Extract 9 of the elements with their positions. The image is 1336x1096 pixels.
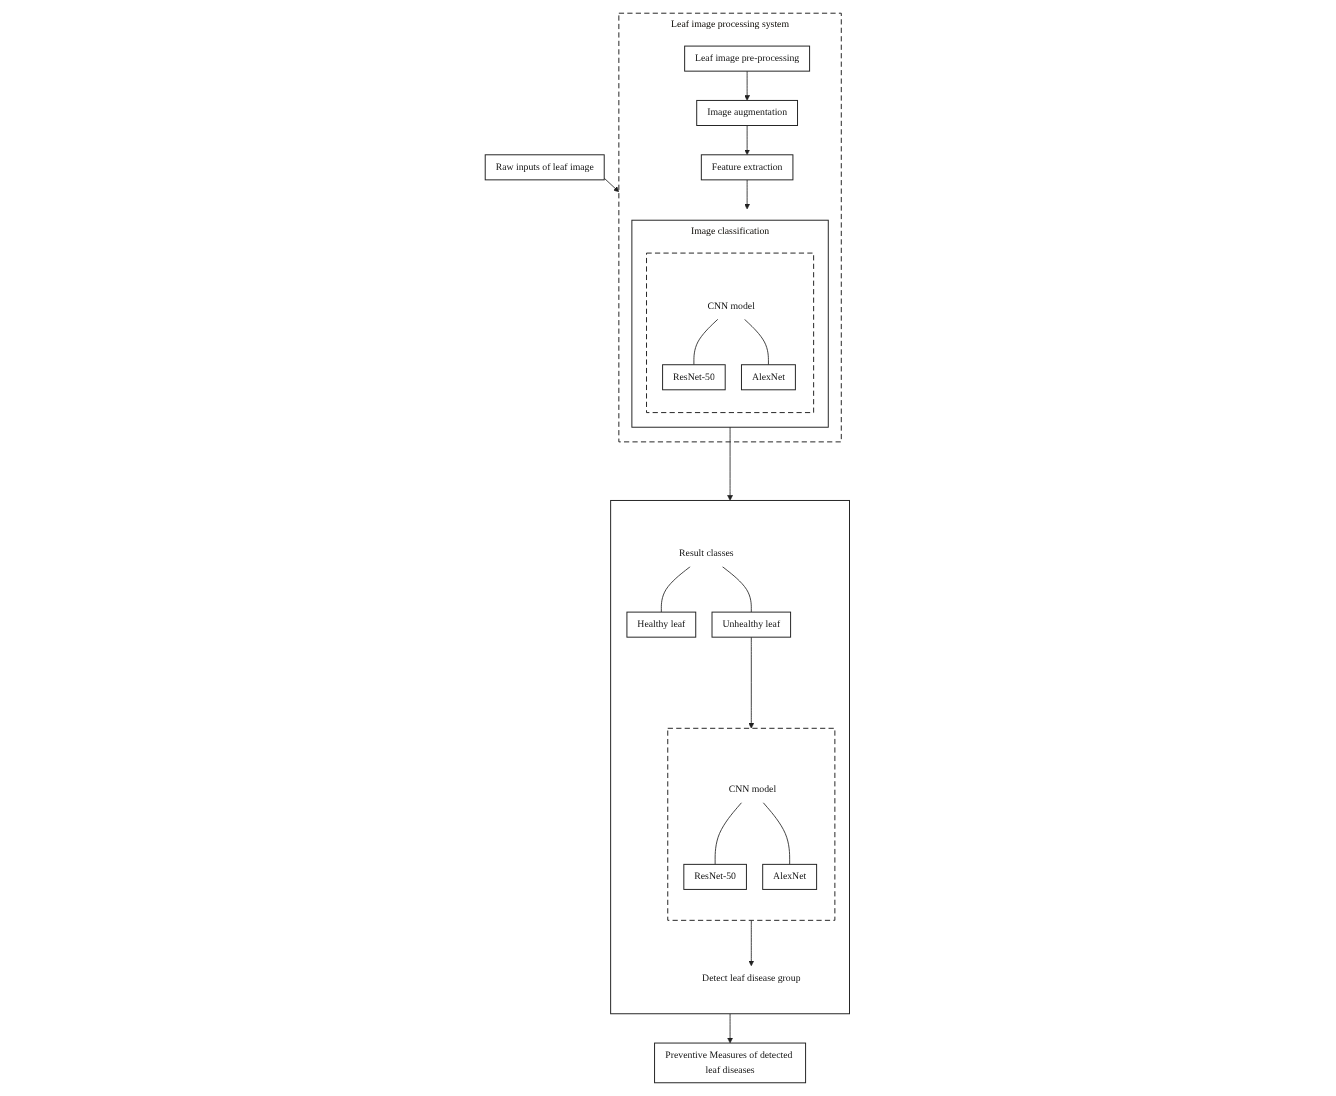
connector bbox=[715, 802, 743, 865]
cluster bbox=[667, 727, 836, 921]
connector bbox=[694, 318, 719, 366]
connector bbox=[763, 802, 791, 865]
connector bbox=[722, 566, 753, 613]
cluster bbox=[610, 499, 851, 1015]
connector bbox=[661, 566, 692, 613]
connector bbox=[744, 318, 770, 366]
cluster bbox=[646, 252, 815, 414]
